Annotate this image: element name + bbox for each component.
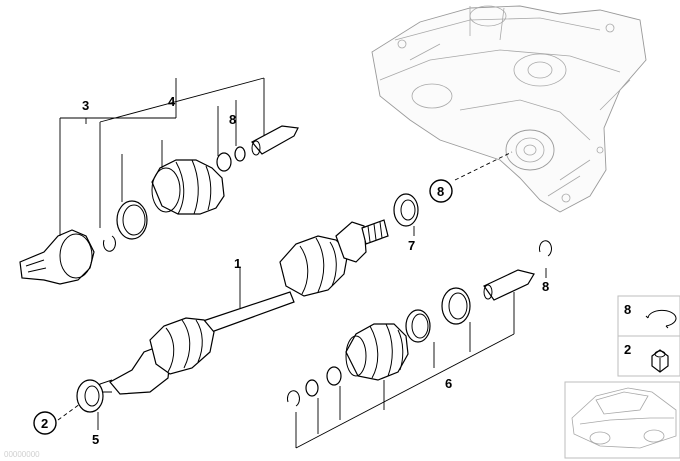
clamp-band-upper — [116, 200, 148, 240]
drive-shaft — [97, 219, 389, 395]
clamp-band-lower-2 — [441, 287, 471, 325]
legend-label-2: 2 — [624, 342, 631, 357]
callout-7: 7 — [408, 238, 415, 253]
small-clamp-lower — [326, 366, 342, 386]
leaders-lower — [239, 226, 547, 449]
callout-2-circle — [33, 411, 57, 435]
boot-upper-right — [279, 235, 349, 297]
callout-1: 1 — [234, 256, 241, 271]
legend-cell-nut — [617, 335, 680, 377]
parts-legend: 8 2 — [564, 295, 680, 459]
grease-tube-upper — [251, 125, 299, 155]
callout-6: 6 — [445, 376, 452, 391]
callout-5: 5 — [92, 432, 99, 447]
small-clamp-upper — [216, 152, 232, 172]
inner-cv-joint — [335, 221, 367, 263]
snap-ring-lower-right — [539, 240, 552, 257]
callout-8-top: 8 — [229, 112, 236, 127]
circlip-lower — [305, 379, 319, 397]
outer-joint-assembly-upper — [19, 125, 299, 285]
transmission-housing — [371, 5, 647, 213]
car-silhouette-icon — [571, 387, 677, 449]
axis-line-transmission — [454, 151, 513, 181]
shaft-rod — [199, 291, 295, 335]
grease-tube-lower — [483, 269, 535, 301]
snap-ring-icon — [647, 309, 677, 327]
snap-ring-upper — [103, 235, 116, 252]
clamp-band-lower — [405, 309, 431, 343]
callout-3: 3 — [82, 98, 89, 113]
callout-8-circled: 8 — [437, 184, 444, 199]
callout-8-right: 8 — [542, 279, 549, 294]
sealing-ring — [393, 193, 419, 227]
snap-ring-lower — [287, 390, 300, 407]
callout-4: 4 — [168, 94, 176, 109]
watermark-text: 00000000 — [4, 450, 40, 459]
callout-2-circled: 2 — [41, 416, 48, 431]
boot-lower — [345, 323, 409, 381]
leaders-upper — [59, 77, 265, 236]
vehicle-thumbnail — [564, 381, 680, 459]
dust-ring — [57, 379, 104, 430]
inner-joint-assembly-lower — [287, 240, 552, 407]
callout-8-circle — [429, 179, 453, 203]
circlip-upper — [234, 146, 246, 162]
boot-upper — [151, 159, 225, 215]
hex-nut-icon — [651, 349, 669, 373]
boot-lower-left — [149, 317, 215, 375]
legend-label-8: 8 — [624, 302, 631, 317]
